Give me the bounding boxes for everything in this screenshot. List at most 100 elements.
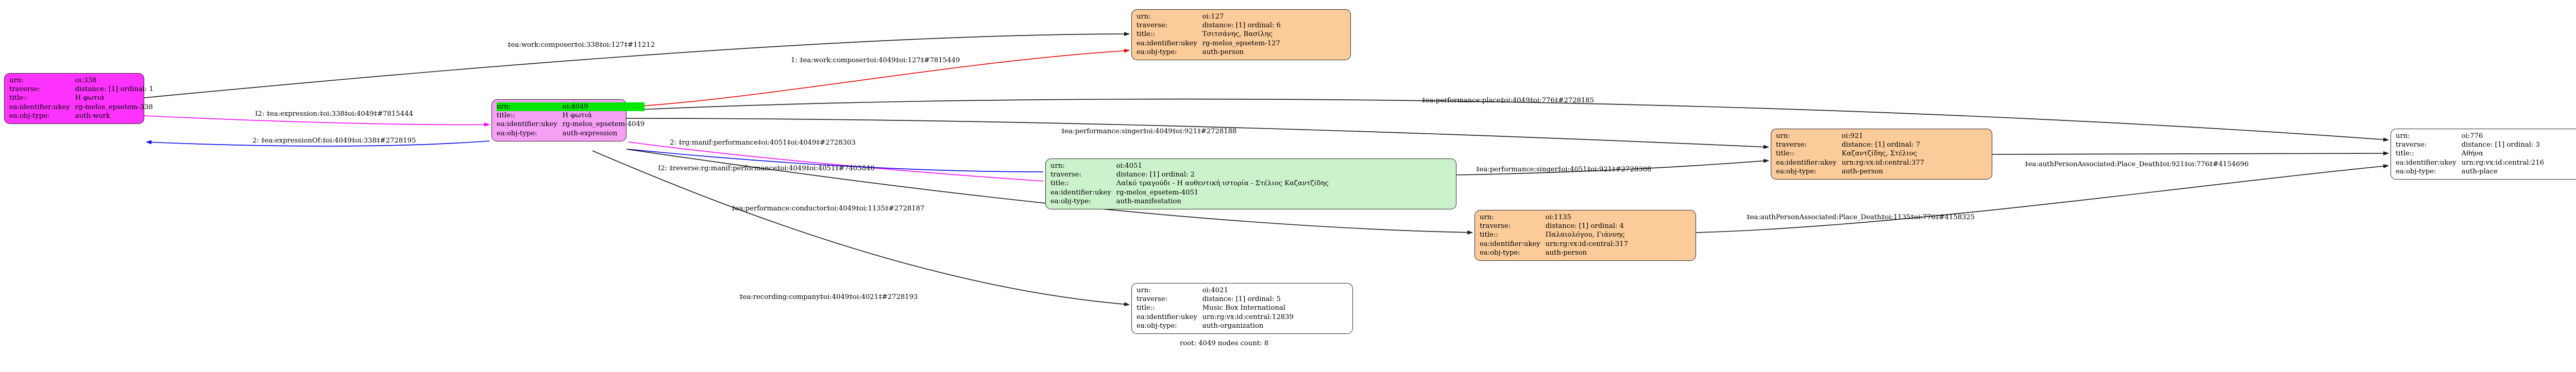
row-key: urn:	[1050, 162, 1065, 170]
row-key: title::	[1480, 231, 1498, 239]
node-row: urn:oi:338	[9, 76, 154, 85]
row-value: rg-melos_epsetem-4049	[562, 120, 645, 129]
edge-label-work-composer-338-127: ‡ea:work:composer‡oi:338‡oi:127‡#11212	[507, 41, 655, 49]
node-row: ea:identifier:ukey rg-melos_epsetem-4049	[497, 120, 645, 129]
row-key: ea:obj-type:	[1137, 322, 1177, 330]
row-value: Λαϊκό τραγούδι - Η αυθεντική ιστορία - Σ…	[1116, 180, 1329, 188]
edge-label-manif-performance-4051-4049: 2: ‡rg:manif:performance‡oi:4051‡oi:4049…	[670, 139, 856, 147]
row-value: auth-person	[1202, 48, 1244, 56]
row-value: distance: [1] ordinal: 3	[2461, 141, 2540, 149]
node-row: urn:oi:4049	[497, 102, 645, 112]
graph-footer-caption: root: 4049 nodes count: 8	[1180, 340, 1269, 347]
row-key: title::	[1137, 304, 1155, 312]
node-oi-1135[interactable]: urn: oi:1135 traverse:distance: [1] ordin…	[1475, 210, 1696, 261]
node-row: ea:obj-type: auth-person	[1137, 48, 1281, 57]
row-key: ea:identifier:ukey	[9, 103, 70, 111]
node-row: title::Αθήνα	[2396, 149, 2544, 158]
node-oi-4051[interactable]: urn:oi:4051 traverse:distance: [1] ordin…	[1045, 158, 1456, 210]
row-value: oi:4051	[1116, 162, 1142, 170]
row-value: Music Box International	[1202, 304, 1285, 312]
node-oi-338[interactable]: urn:oi:338 traverse:distance: [1] ordina…	[4, 73, 154, 125]
edge-label-auth-person-place-death-1135: ‡ea:authPersonAssociated:Place_Death‡oi:…	[1747, 214, 1975, 221]
edge-label-recording-company: ‡ea:recording:company‡oi:4049‡oi:4021‡#2…	[739, 293, 918, 301]
row-key: ea:identifier:ukey	[1776, 158, 1837, 167]
row-key: urn:	[1137, 287, 1151, 294]
row-key: traverse:	[1776, 141, 1807, 149]
row-key: ea:obj-type:	[1050, 197, 1091, 205]
row-value: urn:rg:vx:id:central:317	[1545, 240, 1629, 248]
edge-label-reverse-manif-performance: I2: ‡reverse:rg:manif:performance‡oi:404…	[658, 165, 875, 172]
row-value: distance: [1] ordinal: 1	[75, 85, 154, 94]
row-value: Η φωτιά	[562, 112, 592, 120]
row-value: oi:921	[1841, 132, 1863, 140]
node-oi-4021[interactable]: urn:oi:4021 traverse:distance: [1] ordin…	[1131, 283, 1353, 334]
node-oi-921[interactable]: urn: oi:921 traverse: distance: [1] ordina…	[1771, 129, 1992, 180]
row-key: ea:identifier:ukey	[497, 120, 557, 129]
row-key: ea:obj-type:	[1480, 249, 1520, 257]
node-row: traverse:distance: [1] ordinal: 4	[1480, 222, 1628, 231]
row-key: title::	[497, 112, 515, 120]
node-row: traverse: distance: [1] ordinal: 7	[1776, 140, 1924, 149]
row-key: title::	[1776, 150, 1794, 158]
row-key: urn:	[497, 102, 563, 112]
node-row: ea:identifier:ukey rg-melos_epsetem-4051	[1050, 188, 1329, 197]
row-value: Η φωτιά	[75, 94, 105, 102]
row-value: oi:4049	[562, 102, 645, 112]
node-oi-4049[interactable]: urn:oi:4049 title::Η φωτιά ea:identifier…	[492, 99, 645, 141]
row-value: auth-expression	[562, 129, 618, 137]
node-row: traverse:distance: [1] ordinal: 6	[1137, 21, 1281, 30]
node-row: traverse: distance: [1] ordinal: 3	[2396, 140, 2544, 149]
node-row: urn:oi:127	[1137, 12, 1281, 21]
node-row: title::Η φωτιά	[497, 111, 645, 120]
row-key: title::	[1137, 30, 1155, 39]
row-key: ea:identifier:ukey	[1050, 188, 1111, 197]
row-value: auth-place	[2461, 167, 2498, 175]
row-value: Αθήνα	[2461, 150, 2483, 158]
node-row: ea:obj-type:auth-organization	[1137, 322, 1294, 330]
row-key: urn:	[1480, 214, 1494, 221]
row-key: ea:obj-type:	[497, 129, 537, 137]
node-row: ea:obj-type: auth-expression	[497, 129, 645, 138]
row-key: ea:obj-type:	[2396, 167, 2436, 175]
row-key: urn:	[2396, 132, 2410, 140]
row-value: rg-melos_epsetem-127	[1202, 39, 1280, 47]
row-value: rg-melos_epsetem-4051	[1116, 188, 1199, 197]
node-rows-oi-4021: urn:oi:4021 traverse:distance: [1] ordin…	[1137, 286, 1294, 330]
edge-label-work-composer-4049-127: 1: ‡ea:work:composer‡oi:4049‡oi:127‡#781…	[791, 57, 960, 64]
row-key: title::	[2396, 150, 2414, 158]
node-row: title::Η φωτιά	[9, 94, 154, 102]
row-value: urn:rg:vx:id:central:377	[1841, 158, 1925, 167]
row-key: ea:identifier:ukey	[1137, 313, 1197, 321]
row-key: ea:identifier:ukey	[2396, 158, 2456, 167]
row-value: auth-person	[1545, 249, 1587, 257]
row-key: urn:	[1776, 132, 1790, 140]
row-value: distance: [1] ordinal: 7	[1841, 141, 1920, 149]
row-value: oi:1135	[1545, 214, 1571, 221]
row-value: auth-manifestation	[1116, 197, 1181, 205]
node-row: ea:identifier:ukey urn:rg:vx:id:central:3…	[1776, 158, 1924, 167]
row-key: traverse:	[2396, 141, 2427, 149]
row-value: rg-melos_epsetem-338	[75, 103, 153, 111]
row-key: ea:obj-type:	[1137, 48, 1177, 56]
node-rows-oi-921: urn: oi:921 traverse: distance: [1] ordina…	[1776, 132, 1924, 176]
row-value: Παλαιολόγου, Γιάννης	[1545, 231, 1625, 239]
node-row: ea:obj-type: auth-place	[2396, 167, 2544, 176]
node-row: urn:oi:4021	[1137, 286, 1294, 295]
edge-manif-performance-4051-4049	[628, 141, 1044, 182]
edge-label-expression-338-4049: I2: ‡ea:expression:‡oi:338‡oi:4049‡#7815…	[255, 110, 413, 118]
node-row: urn:oi:776	[2396, 132, 2544, 140]
node-rows-oi-4051: urn:oi:4051 traverse:distance: [1] ordin…	[1050, 162, 1329, 206]
edge-label-performance-place-4049-776: ‡ea:performance:place‡oi:4049‡oi:776‡#27…	[1422, 97, 1595, 104]
row-key: urn:	[1137, 13, 1151, 21]
node-oi-127[interactable]: urn:oi:127 traverse:distance: [1] ordina…	[1131, 9, 1351, 61]
row-key: traverse:	[1050, 171, 1082, 179]
edge-label-performance-singer-4051-921: ‡ea:performance:singer‡oi:4051‡oi:921‡#2…	[1476, 166, 1652, 173]
row-value: auth-work	[75, 112, 110, 120]
node-oi-776[interactable]: urn:oi:776 traverse: distance: [1] ordina…	[2391, 129, 2576, 180]
node-rows-oi-1135: urn: oi:1135 traverse:distance: [1] ordin…	[1480, 213, 1628, 257]
row-value: oi:338	[75, 77, 97, 84]
node-row: ea:obj-type:auth-work	[9, 112, 154, 120]
